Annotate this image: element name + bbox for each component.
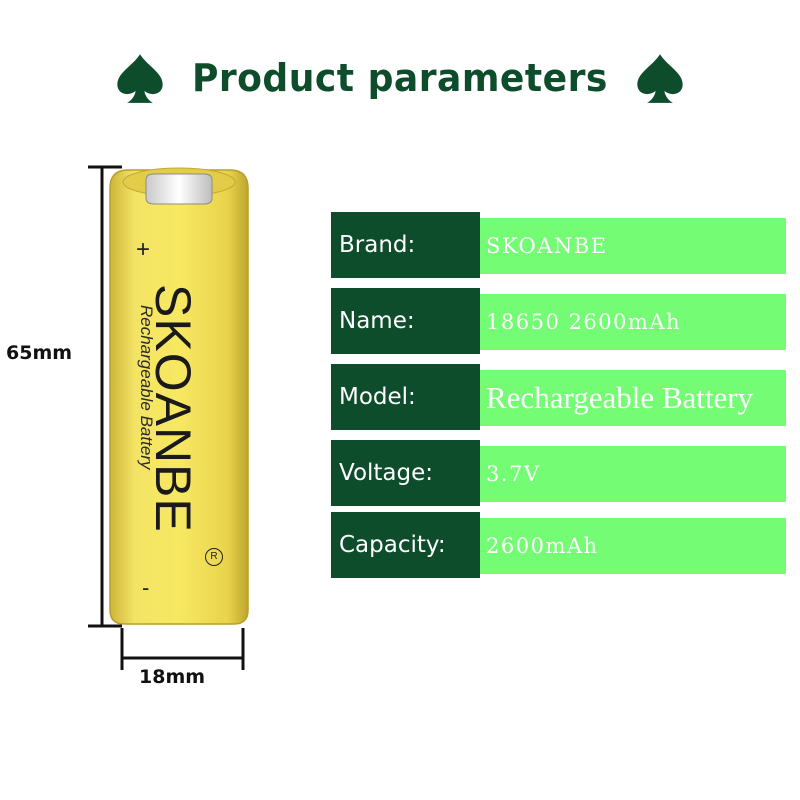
spade-icon (637, 54, 683, 103)
battery-image (109, 167, 249, 625)
page-title: Product parameters (192, 56, 608, 100)
parameter-label: Brand: (331, 212, 480, 278)
parameter-value: Rechargeable Battery (480, 370, 786, 426)
parameter-row-name: Name: 18650 2600mAh (331, 288, 786, 354)
parameter-row-capacity: Capacity: 2600mAh (331, 512, 786, 578)
parameter-label: Model: (331, 364, 480, 430)
negative-terminal-mark: - (142, 575, 150, 600)
parameter-row-model: Model: Rechargeable Battery (331, 364, 786, 430)
parameter-value: SKOANBE (480, 218, 786, 274)
parameter-value: 3.7V (480, 446, 786, 502)
parameter-label: Voltage: (331, 440, 480, 506)
battery-subtitle-text: Rechargeable Battery (137, 305, 156, 470)
positive-terminal-mark: + (136, 236, 151, 263)
width-dimension-label: 18mm (139, 666, 206, 688)
parameter-row-brand: Brand: SKOANBE (331, 212, 786, 278)
parameter-value: 18650 2600mAh (480, 294, 786, 350)
parameter-value: 2600mAh (480, 518, 786, 574)
parameter-label: Name: (331, 288, 480, 354)
header: Product parameters (0, 48, 800, 108)
height-dimension-label: 65mm (6, 342, 73, 364)
registered-mark: R (205, 548, 223, 566)
parameter-row-voltage: Voltage: 3.7V (331, 440, 786, 506)
spade-icon (117, 54, 163, 103)
parameter-label: Capacity: (331, 512, 480, 578)
